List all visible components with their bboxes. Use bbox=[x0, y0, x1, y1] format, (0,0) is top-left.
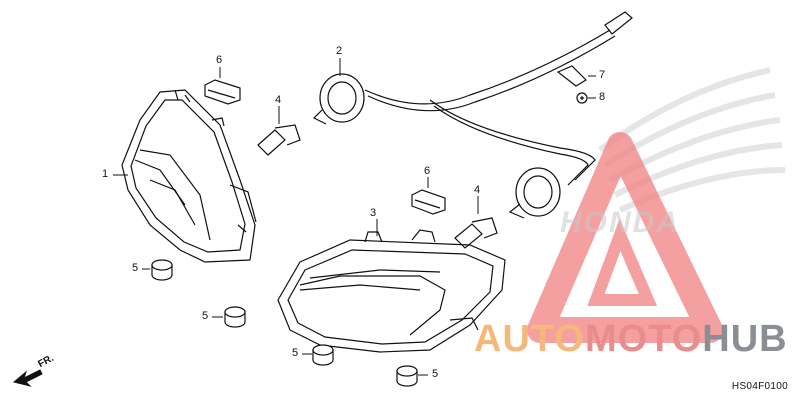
callout-5-a: 5 bbox=[132, 262, 139, 274]
bulb-socket-lower bbox=[508, 167, 561, 219]
front-arrow-icon bbox=[12, 369, 43, 387]
callout-6-lower: 6 bbox=[424, 165, 431, 177]
callout-4-upper: 4 bbox=[275, 94, 282, 106]
grommet-d bbox=[396, 365, 418, 387]
watermark-part-auto: AUTO bbox=[474, 318, 585, 360]
callout-6-upper: 6 bbox=[216, 54, 223, 66]
callout-5-d: 5 bbox=[432, 368, 439, 380]
bulb-upper bbox=[257, 124, 301, 156]
diagram-code: HS04F0100 bbox=[731, 381, 788, 392]
rubber-cap-upper bbox=[204, 79, 241, 105]
callout-4-lower: 4 bbox=[474, 184, 481, 196]
headlight-housing-left bbox=[121, 89, 257, 263]
callout-5-c: 5 bbox=[292, 347, 299, 359]
grommet-c bbox=[312, 344, 334, 366]
grommet-a bbox=[151, 259, 173, 281]
callout-7: 7 bbox=[599, 69, 606, 81]
headlight-housing-right bbox=[277, 229, 506, 353]
automotohub-watermark: AUTOMOTOHUB bbox=[474, 318, 788, 361]
callout-2: 2 bbox=[336, 45, 343, 57]
bulb-socket-upper bbox=[312, 73, 365, 125]
callout-8: 8 bbox=[599, 91, 606, 103]
callout-1: 1 bbox=[102, 168, 109, 180]
watermark-part-moto: MOTO bbox=[584, 318, 703, 360]
triangle-watermark-icon bbox=[527, 132, 723, 343]
callout-3: 3 bbox=[370, 207, 377, 219]
screw-icon bbox=[576, 92, 588, 104]
wire-harness bbox=[364, 11, 633, 186]
callout-5-b: 5 bbox=[202, 310, 209, 322]
rubber-cap-lower bbox=[411, 189, 446, 215]
honda-watermark: HONDA bbox=[560, 206, 680, 239]
watermark-part-hub: HUB bbox=[702, 318, 788, 360]
bulb-lower bbox=[454, 217, 498, 249]
grommet-b bbox=[224, 306, 246, 328]
wire-clip bbox=[556, 65, 587, 87]
